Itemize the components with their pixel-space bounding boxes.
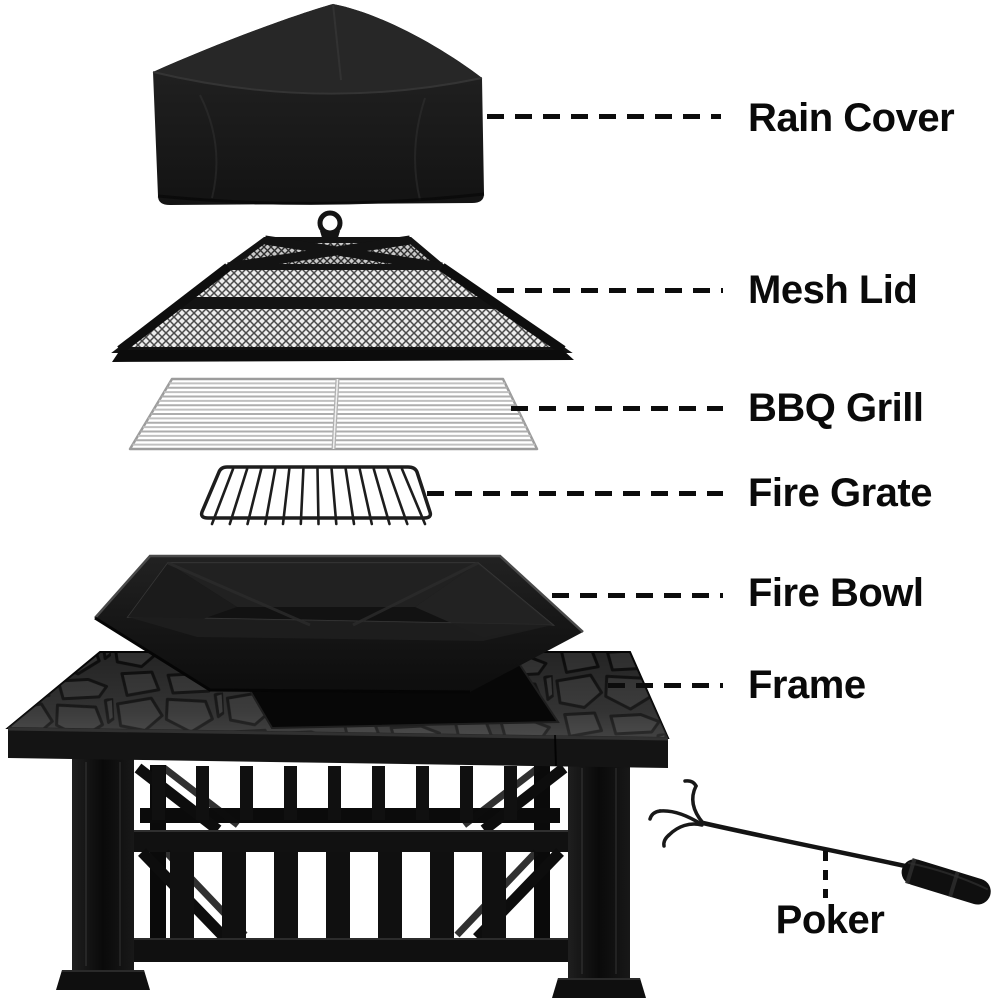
label-bbq-grill: BBQ Grill	[748, 386, 924, 430]
leader-line-poker	[823, 851, 828, 898]
leader-line-mesh-lid	[497, 288, 723, 293]
leader-line-rain-cover	[487, 114, 721, 119]
leader-line-fire-grate	[427, 491, 723, 496]
label-rain-cover: Rain Cover	[748, 96, 955, 140]
mesh-lid-illustration	[111, 210, 574, 362]
leader-line-bbq-grill	[511, 406, 723, 411]
leader-line-frame	[608, 683, 723, 688]
label-fire-bowl: Fire Bowl	[748, 571, 924, 615]
fire-grate-illustration	[199, 465, 433, 526]
label-fire-grate: Fire Grate	[748, 471, 932, 515]
label-mesh-lid: Mesh Lid	[748, 268, 918, 312]
fire-bowl-illustration	[94, 554, 584, 694]
rain-cover-illustration	[152, 3, 485, 206]
leader-line-fire-bowl	[552, 593, 723, 598]
label-poker: Poker	[775, 898, 885, 942]
poker-illustration	[648, 779, 991, 905]
label-frame: Frame	[748, 663, 866, 707]
bbq-grill-illustration	[128, 377, 539, 451]
